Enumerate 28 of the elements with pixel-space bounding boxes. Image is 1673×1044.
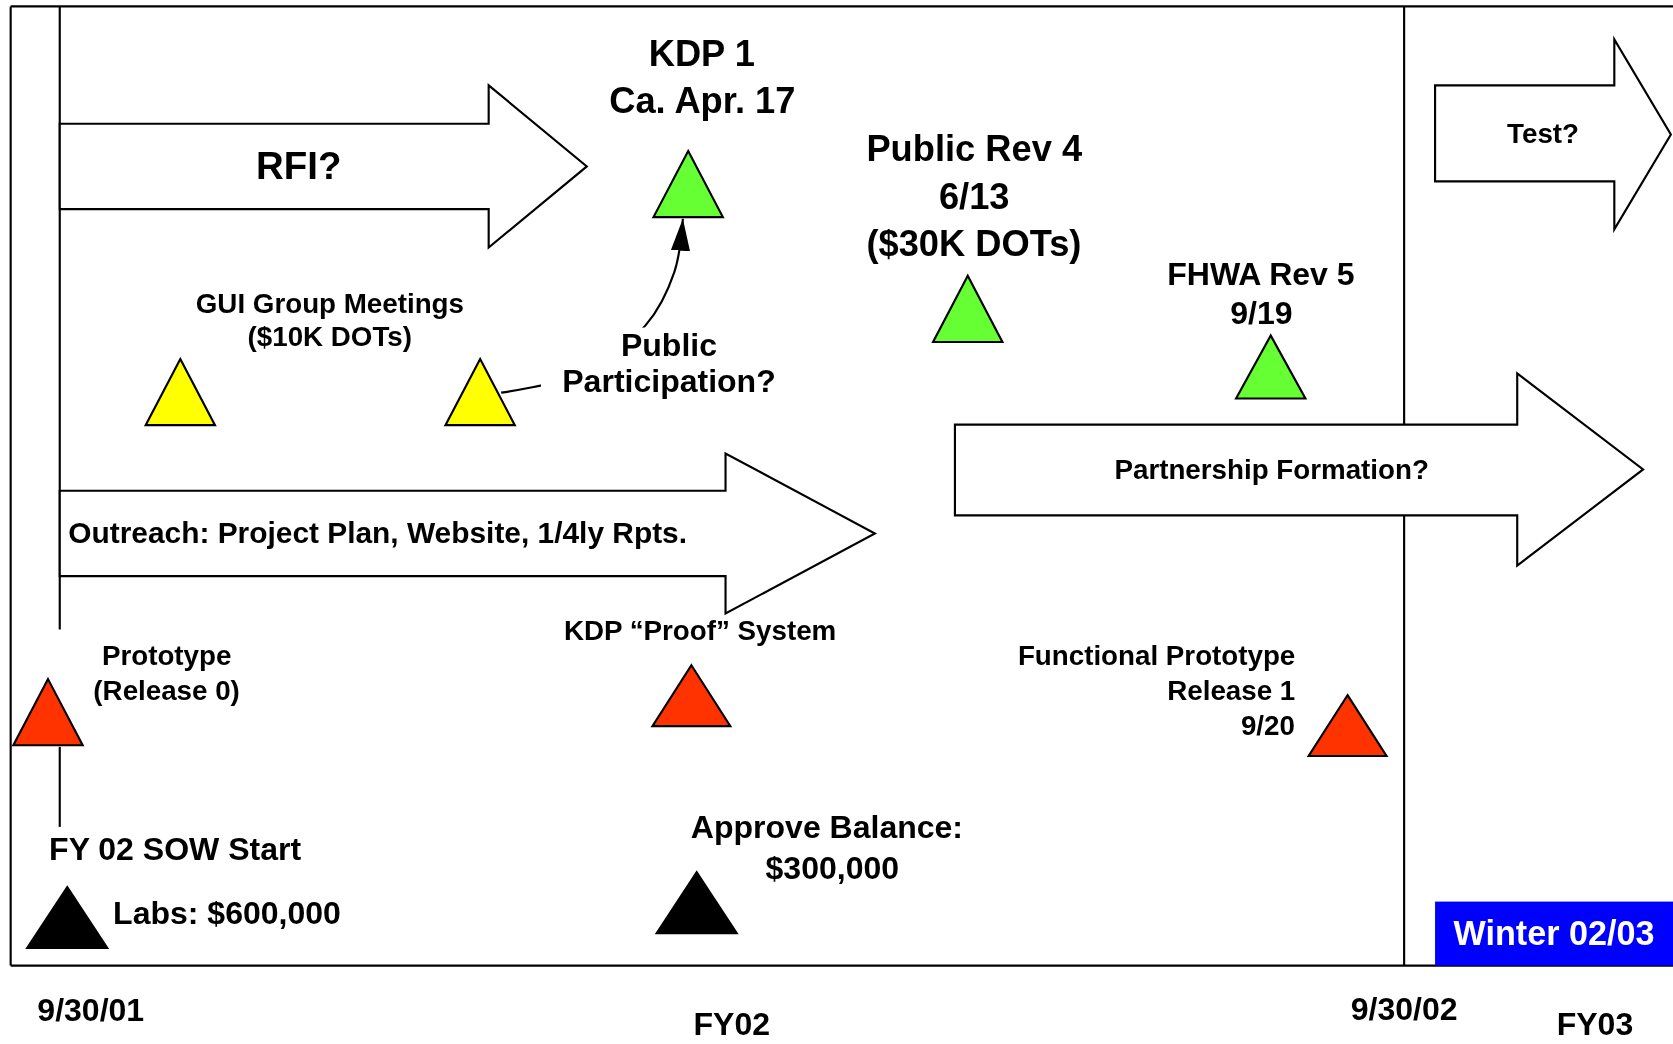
milestone-label: 9/19: [1230, 295, 1293, 331]
milestone-label: KDP “Proof” System: [563, 615, 837, 647]
timeline-label: 9/30/02: [1350, 991, 1458, 1027]
milestone-label: Ca. Apr. 17: [609, 81, 796, 121]
milestone-label: Public Rev 4: [866, 129, 1083, 169]
milestone-label: 9/20: [1240, 710, 1295, 742]
milestone-label: Approve Balance:: [690, 808, 963, 844]
arrow-label: RFI?: [256, 145, 342, 188]
milestone-label: FY 02 SOW Start: [49, 831, 302, 867]
season-label: Winter 02/03: [1435, 901, 1673, 966]
milestone-label: Prototype: [101, 640, 232, 671]
milestone-label: Release 1: [1167, 675, 1296, 706]
arrow-label: Partnership Formation?: [1114, 454, 1429, 486]
milestone-label: ($30K DOTs): [866, 224, 1082, 264]
timeline-label: 9/30/01: [37, 992, 145, 1028]
milestone-label: KDP 1: [648, 34, 755, 75]
milestone-label: GUI Group Meetings: [195, 288, 464, 319]
timeline-label: FY03: [1556, 1006, 1634, 1042]
milestone-label: $300,000: [765, 850, 900, 886]
arrow-label: Test?: [1507, 117, 1579, 149]
timeline-label: FY02: [693, 1006, 771, 1042]
arrow-label: Outreach: Project Plan, Website, 1/4ly Rpts.: [68, 516, 687, 550]
milestone-label: Functional Prototype: [1017, 640, 1296, 671]
milestone-label: ($10K DOTs): [247, 321, 412, 352]
milestone-label: (Release 0): [93, 675, 240, 706]
milestone-label: 6/13: [938, 177, 1010, 217]
milestone-label: FHWA Rev 5: [1167, 256, 1355, 292]
milestone-label: Labs: $600,000: [113, 895, 341, 931]
